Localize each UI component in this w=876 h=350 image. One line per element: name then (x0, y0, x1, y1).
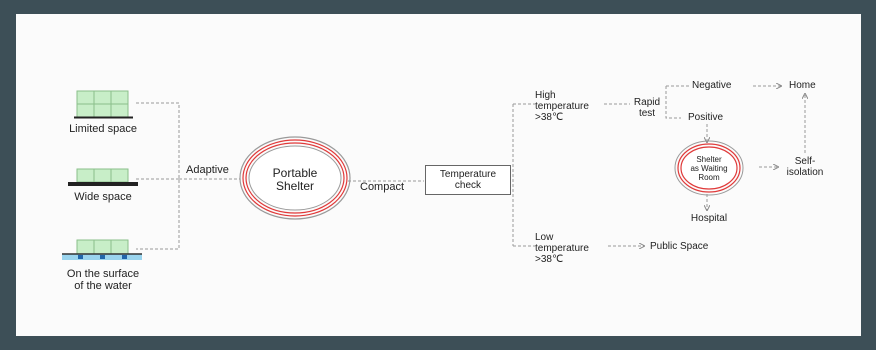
wide-space-icon (68, 168, 138, 186)
negative-label: Negative (692, 80, 732, 91)
water-surface-label-1: On the surface (66, 268, 140, 280)
low-temp-label-1: Low (535, 232, 554, 243)
home-label: Home (789, 80, 816, 91)
high-temp-label-3: >38℃ (535, 112, 564, 123)
temperature-check-label-1: Temperature (439, 169, 497, 180)
diagram-canvas: Limited space Wide space On the surface … (16, 14, 861, 336)
low-temp-label-3: >38℃ (535, 254, 564, 265)
shelter-room-label-3: Room (698, 173, 720, 182)
water-surface-icon (62, 239, 142, 260)
rapid-test-label-1: Rapid (633, 97, 661, 108)
flow-connectors (62, 14, 861, 260)
shelter-room-label-2: as Waiting (690, 164, 728, 173)
rapid-test-label-2: test (638, 108, 656, 119)
compact-label: Compact (360, 181, 405, 193)
adaptive-label: Adaptive (186, 164, 229, 176)
limited-space-label: Limited space (69, 123, 137, 135)
self-isolation-label-2: isolation (786, 167, 824, 178)
wide-space-label: Wide space (74, 191, 132, 203)
limited-space-icon (74, 90, 133, 119)
shelter-room-label-1: Shelter (696, 155, 722, 164)
public-space-label: Public Space (650, 241, 709, 252)
portable-shelter-label-1: Portable (272, 166, 318, 180)
high-temp-label-1: High (535, 90, 556, 101)
water-surface-label-2: of the water (74, 280, 132, 292)
portable-shelter-icon (239, 136, 351, 220)
high-temp-label-2: temperature (535, 101, 589, 112)
waiting-room-icon (674, 140, 744, 196)
temperature-check-box: Temperature check (425, 165, 511, 195)
temperature-check-label-2: check (454, 180, 482, 191)
portable-shelter-label-2: Shelter (275, 179, 315, 193)
hospital-label: Hospital (690, 213, 728, 224)
self-isolation-label-1: Self- (794, 156, 816, 167)
positive-label: Positive (688, 112, 724, 123)
low-temp-label-2: temperature (535, 243, 589, 254)
